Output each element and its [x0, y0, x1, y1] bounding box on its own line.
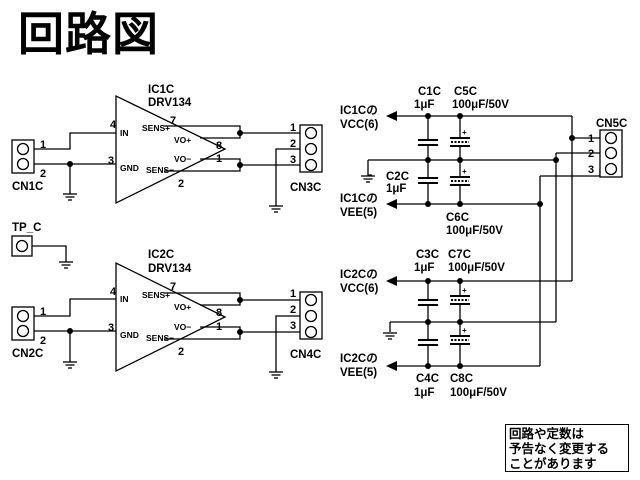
ic1c-in-label: IN — [120, 128, 129, 138]
c8c-ref: C8C — [450, 373, 473, 385]
c4c-value: 1μF — [414, 387, 434, 399]
connector-cn1c — [11, 139, 35, 174]
cn2c-ref: CN2C — [12, 348, 43, 360]
c1c-ref: C1C — [418, 86, 441, 98]
cn4c-pin1: 1 — [290, 288, 296, 300]
connector-cn5c — [599, 129, 623, 178]
junction-dots-power — [425, 113, 575, 369]
disclaimer-note: 回路や定数は 予告なく変更する ことがあります — [505, 424, 629, 472]
ic2c-pin-in: 4 — [110, 286, 117, 298]
note-line-1: 回路や定数は — [509, 426, 585, 441]
ic1c-pin-sens-plus: 7 — [170, 115, 176, 127]
cn3c-pin3: 3 — [290, 154, 296, 166]
ic2c-pin-sens-plus: 7 — [170, 281, 176, 293]
c7c-ref: C7C — [448, 249, 471, 261]
cn5c-pin1: 1 — [588, 133, 594, 145]
ic1c-vo-plus-label: VO+ — [174, 135, 191, 145]
c5c-ref: C5C — [454, 86, 477, 98]
ic2c-pin-gnd: 3 — [108, 322, 114, 334]
c2c-value: 1μF — [386, 183, 406, 195]
ic2c-pin-vo-plus: 8 — [216, 307, 222, 319]
cn3c-ref: CN3C — [290, 182, 321, 194]
ic1-vcc-label-2: VCC(6) — [340, 119, 379, 131]
c1c-value: 1μF — [414, 99, 434, 111]
c5c-value: 100μF/50V — [452, 99, 509, 111]
c3c-ref: C3C — [416, 249, 439, 261]
connector-cn4c — [299, 291, 323, 340]
cn4c-ref: CN4C — [290, 349, 321, 361]
note-line-2: 予告なく変更する — [509, 441, 610, 456]
amplifier-ic2c — [11, 261, 323, 379]
c7c-polarity: + — [462, 286, 467, 295]
opamp-ic1c — [115, 94, 227, 205]
ic2c-gnd-label: GND — [120, 330, 139, 340]
ic1c-vo-minus-label: VO− — [174, 154, 191, 164]
ic1c-part: DRV134 — [148, 97, 192, 109]
cn5c-pin2: 2 — [588, 148, 594, 160]
ic1c-sens-minus-label: SENS− — [146, 165, 174, 175]
page-title: 回路図 — [18, 7, 159, 61]
cn1c-pin2: 2 — [40, 168, 46, 180]
junction-dots-ic1c — [67, 130, 243, 168]
power-section — [360, 111, 623, 371]
connector-cn2c — [11, 306, 35, 341]
ic1c-pin-in: 4 — [110, 119, 117, 131]
ic1c-sens-plus-label: SENS+ — [142, 123, 170, 133]
ic1-vcc-label-1: IC1Cの — [340, 104, 378, 117]
ic1c-pin-sens-minus: 2 — [178, 178, 184, 190]
cn5c-pin3: 3 — [588, 164, 594, 176]
note-line-3: ことがあります — [509, 456, 597, 471]
ic2c-ref: IC2C — [148, 249, 174, 261]
ic2-vee-label-1: IC2Cの — [340, 352, 378, 365]
cn2c-pin1: 1 — [40, 306, 46, 318]
c6c-ref: C6C — [446, 212, 469, 224]
opamp-ic2c — [115, 261, 227, 373]
ic2c-pin-sens-minus: 2 — [178, 346, 184, 358]
ic1c-pin-vo-minus: 1 — [216, 153, 222, 165]
ic2c-pin-vo-minus: 1 — [216, 321, 222, 333]
ic1c-pin-gnd: 3 — [108, 155, 114, 167]
ic2c-part: DRV134 — [148, 263, 192, 275]
cn5c-ref: CN5C — [596, 118, 627, 130]
c4c-ref: C4C — [416, 373, 439, 385]
c3c-value: 1μF — [414, 262, 434, 274]
c6c-polarity: + — [462, 167, 467, 176]
ic2c-sens-minus-label: SENS− — [146, 333, 174, 343]
cn4c-pin2: 2 — [290, 304, 296, 316]
ic1c-pin-vo-plus: 8 — [216, 140, 222, 152]
tp-c-label: TP_C — [12, 222, 41, 234]
c7c-value: 100μF/50V — [448, 262, 505, 274]
ic1c-ref: IC1C — [148, 84, 174, 96]
ic1-vee-label-2: VEE(5) — [340, 207, 377, 219]
cn4c-pin3: 3 — [290, 320, 296, 332]
c2c-ref: C2C — [386, 171, 409, 183]
cn1c-pin1: 1 — [40, 139, 46, 151]
cn2c-pin2: 2 — [40, 335, 46, 347]
ic2-vcc-label-2: VCC(6) — [340, 283, 379, 295]
ic1-vee-label-1: IC1Cの — [340, 192, 378, 205]
amplifier-ic1c — [11, 94, 323, 213]
connector-cn3c — [299, 124, 323, 173]
ic2-vcc-label-1: IC2Cの — [340, 268, 378, 281]
ic1c-gnd-label: GND — [120, 163, 139, 173]
test-point-tp-c — [11, 235, 74, 269]
c6c-value: 100μF/50V — [446, 225, 503, 237]
c8c-value: 100μF/50V — [450, 387, 507, 399]
cn1c-ref: CN1C — [12, 181, 43, 193]
cn3c-pin1: 1 — [290, 122, 296, 134]
ic2c-vo-plus-label: VO+ — [174, 302, 191, 312]
c5c-polarity: + — [462, 128, 467, 137]
ic2c-in-label: IN — [120, 294, 129, 304]
c8c-polarity: + — [462, 326, 467, 335]
junction-dots-ic2c — [67, 297, 243, 335]
ic2c-sens-plus-label: SENS+ — [142, 290, 170, 300]
ic2-vee-label-2: VEE(5) — [340, 367, 377, 379]
cn3c-pin2: 2 — [290, 138, 296, 150]
ic2c-vo-minus-label: VO− — [174, 322, 191, 332]
